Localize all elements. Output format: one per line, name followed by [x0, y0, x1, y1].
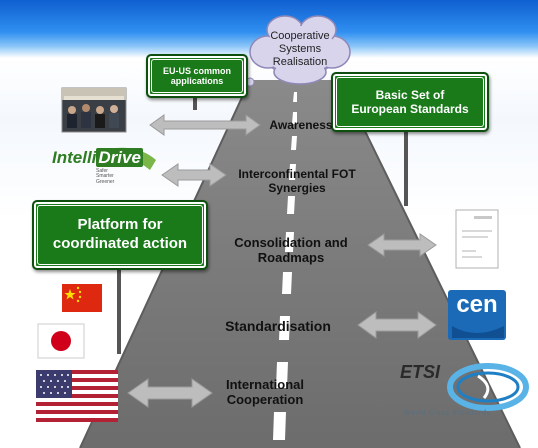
label-fot: Interconfinental FOT Synergies — [222, 167, 372, 196]
etsi-logo-text: ETSI — [400, 362, 441, 382]
cloud-line-1: Cooperative — [270, 30, 330, 42]
center-line — [273, 92, 297, 440]
sign-basic-line-1: Basic Set of — [375, 87, 445, 102]
intellidrive-text-b: Drive — [96, 148, 143, 167]
standards-document-icon — [455, 209, 499, 269]
etsi-logo — [447, 363, 529, 411]
road — [80, 80, 520, 448]
label-international: International Cooperation — [200, 377, 330, 408]
sign-eu-us-line-1: EU-US common — [162, 65, 231, 76]
label-standardisation: Standardisation — [225, 318, 331, 334]
usa-flag — [36, 370, 118, 422]
arrow-international — [127, 378, 213, 408]
cloud-line-3: Realisation — [272, 56, 328, 69]
sign-post-basic — [404, 128, 408, 206]
sign-eu-us-line-2: applications — [170, 76, 224, 86]
label-international-line-2: Cooperation — [226, 391, 304, 407]
sign-post-platform — [117, 266, 121, 354]
label-fot-line-1: Interconfinental FOT — [238, 167, 356, 181]
label-consolidation: Consolidation and Roadmaps — [216, 235, 366, 266]
china-flag — [62, 284, 102, 312]
road-edge-right — [339, 79, 521, 448]
intellidrive-text-a: Intelli — [52, 148, 97, 167]
meeting-photo — [61, 87, 127, 133]
label-international-line-1: International — [225, 377, 304, 392]
intellidrive-tag-3: Greener — [96, 178, 115, 185]
sign-post-eu-us — [193, 94, 197, 110]
sign-eu-us-common-applications: EU-US common applications — [146, 54, 248, 98]
sign-platform-coordinated-action: Platform for coordinated action — [32, 200, 208, 270]
label-consolidation-line-2: Roadmaps — [257, 249, 325, 265]
arrow-standardisation — [357, 311, 437, 339]
label-awareness: Awareness — [269, 118, 333, 132]
intellidrive-tag-1: Safer — [96, 168, 108, 174]
label-consolidation-line-1: Consolidation and — [234, 235, 348, 250]
cloud-line-2: Systems — [278, 43, 322, 56]
cen-logo — [448, 290, 506, 340]
cloud-label: Cooperative Systems Realisation — [262, 30, 338, 70]
intellidrive-tag-2: Smarter — [96, 173, 114, 180]
sign-basic-set-european-standards: Basic Set of European Standards — [331, 72, 489, 132]
sign-platform-line-1: Platform for — [77, 216, 163, 234]
arrow-fot — [161, 163, 227, 187]
arrow-awareness — [149, 114, 261, 136]
cen-logo-text: cen — [456, 291, 498, 318]
label-fot-line-2: Synergies — [268, 180, 326, 195]
etsi-tagline: World Class Standards — [404, 410, 492, 417]
sign-platform-line-2: coordinated action — [52, 235, 188, 252]
japan-flag — [37, 323, 85, 359]
sign-basic-line-2: European Standards — [351, 102, 469, 116]
arrow-consolidation — [367, 233, 437, 257]
